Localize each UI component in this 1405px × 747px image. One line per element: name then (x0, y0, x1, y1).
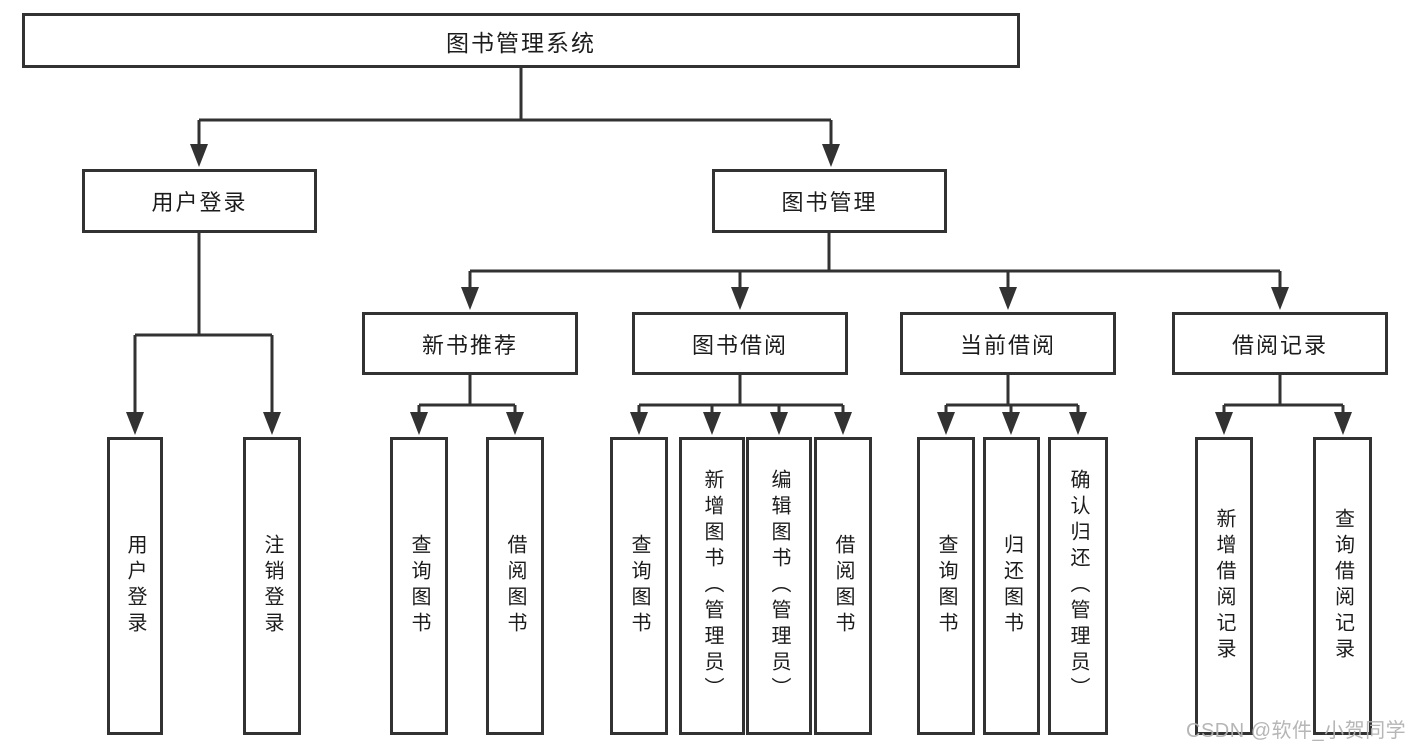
leaf-label: 新增图书（管理员） (701, 469, 723, 703)
leaf-label: 归还图书 (1000, 534, 1023, 638)
leaf-add-borrow-record: 新增借阅记录 (1195, 437, 1253, 735)
leaf-label: 查询借阅记录 (1331, 508, 1354, 664)
leaf-confirm-return-admin: 确认归还（管理员） (1048, 437, 1108, 735)
leaf-add-books-admin: 新增图书（管理员） (679, 437, 745, 735)
leaf-borrow-books: 借阅图书 (814, 437, 872, 735)
leaf-label: 借阅图书 (832, 534, 854, 638)
leaf-label: 借阅图书 (504, 534, 526, 638)
leaf-label: 用户登录 (124, 534, 146, 638)
node-user-login: 用户登录 (82, 169, 317, 233)
leaf-label: 新增借阅记录 (1213, 508, 1235, 664)
leaf-label: 查询图书 (628, 534, 650, 638)
leaf-query-books-current: 查询图书 (917, 437, 975, 735)
leaf-label: 查询图书 (408, 534, 430, 638)
node-book-borrow: 图书借阅 (632, 312, 848, 375)
node-borrow-records: 借阅记录 (1172, 312, 1388, 375)
leaf-label: 确认归还（管理员） (1067, 469, 1089, 703)
leaf-user-login: 用户登录 (107, 437, 163, 735)
node-current-borrow: 当前借阅 (900, 312, 1116, 375)
node-library-system: 图书管理系统 (22, 13, 1020, 68)
leaf-label: 注销登录 (261, 534, 283, 638)
node-book-management: 图书管理 (712, 169, 947, 233)
leaf-logout: 注销登录 (243, 437, 301, 735)
node-new-book-recommend: 新书推荐 (362, 312, 578, 375)
leaf-edit-books-admin: 编辑图书（管理员） (746, 437, 812, 735)
csdn-watermark: CSDN @软件_小贺同学 (1186, 720, 1405, 742)
leaf-query-books-borrow: 查询图书 (610, 437, 668, 735)
leaf-borrow-books-recommend: 借阅图书 (486, 437, 544, 735)
leaf-return-books: 归还图书 (983, 437, 1040, 735)
leaf-query-borrow-record: 查询借阅记录 (1313, 437, 1372, 735)
leaf-label: 编辑图书（管理员） (768, 469, 790, 703)
leaf-label: 查询图书 (935, 534, 957, 638)
leaf-query-books-recommend: 查询图书 (390, 437, 448, 735)
